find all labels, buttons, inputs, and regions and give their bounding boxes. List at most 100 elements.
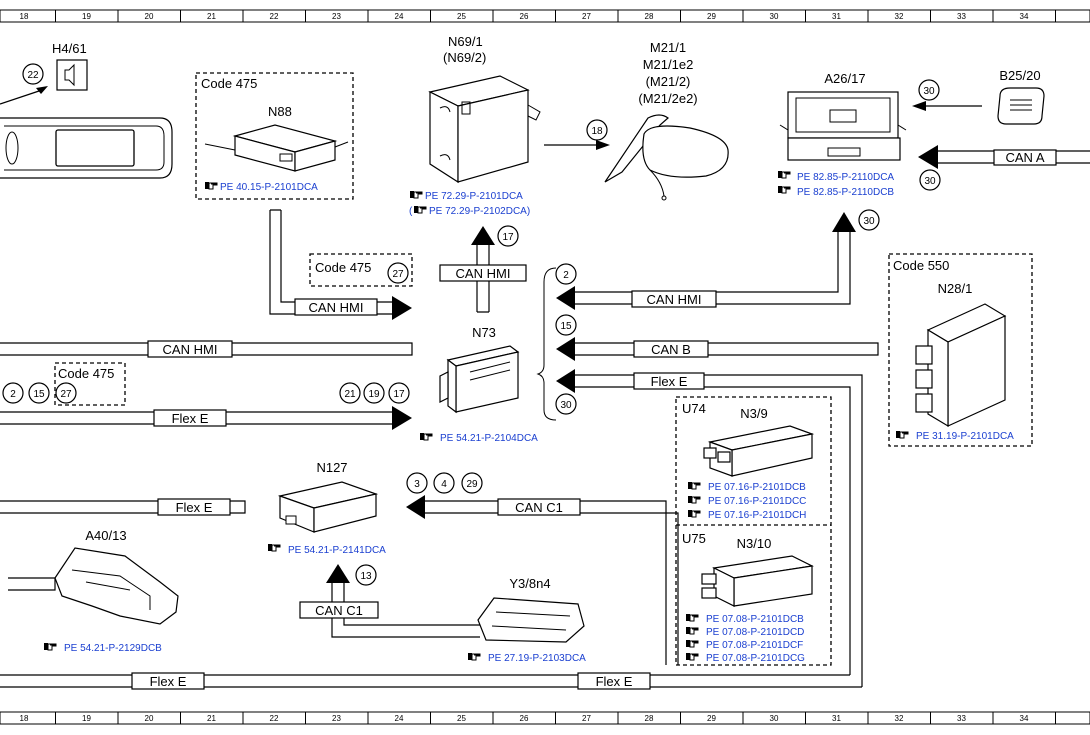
ref-n3-9a[interactable]: PE 07.16-P-2101DCB <box>708 482 806 493</box>
ruler-number: 28 <box>645 714 654 723</box>
ruler-number: 24 <box>395 12 404 21</box>
svg-text:M21/1: M21/1 <box>650 40 686 55</box>
svg-text:(: ( <box>409 206 413 217</box>
ruler-number: 33 <box>957 714 966 723</box>
group-u74-u75: U74 U75 <box>675 396 832 666</box>
ruler-number: 26 <box>520 12 529 21</box>
component-n73: N73 PE 54.21-P-2104DCA <box>419 325 538 444</box>
ref-n69-1b[interactable]: PE 72.29-P-2102DCA) <box>429 206 530 217</box>
ruler-number: 25 <box>457 12 466 21</box>
callout-17-n69: 17 <box>497 225 519 247</box>
svg-text:B25/20: B25/20 <box>999 68 1040 83</box>
svg-text:15: 15 <box>33 389 45 400</box>
svg-text:2: 2 <box>563 270 569 281</box>
callout-27-mid: 27 <box>387 262 409 284</box>
ruler-number: 30 <box>770 714 779 723</box>
flex-e-left-label: Flex E <box>172 411 209 426</box>
ref-n73[interactable]: PE 54.21-P-2104DCA <box>440 433 538 444</box>
svg-text:(M21/2): (M21/2) <box>646 74 691 89</box>
component-a40-13: A40/13 PE 54.21-P-2129DCB <box>43 528 179 654</box>
callout-3: 3 <box>406 472 428 494</box>
svg-text:Code 550: Code 550 <box>893 258 949 273</box>
ruler-number: 27 <box>582 12 591 21</box>
ruler-number: 21 <box>207 714 216 723</box>
bus-can-hmi-n69: CAN HMI <box>439 226 527 313</box>
callout-18: 18 <box>586 119 608 141</box>
ruler-number: 18 <box>20 714 29 723</box>
svg-text:N28/1: N28/1 <box>938 281 973 296</box>
ref-y3-8n4[interactable]: PE 27.19-P-2103DCA <box>488 653 586 664</box>
svg-text:4: 4 <box>441 479 447 490</box>
ruler-number: 28 <box>645 12 654 21</box>
flex-e-mid-label: Flex E <box>176 500 213 515</box>
ruler-number: 19 <box>82 12 91 21</box>
bus-flex-e-bottom: Flex E Flex E <box>0 672 862 690</box>
svg-text:2: 2 <box>10 389 16 400</box>
svg-text:30: 30 <box>560 400 572 411</box>
svg-text:3: 3 <box>414 479 420 490</box>
svg-text:N3/10: N3/10 <box>737 536 772 551</box>
svg-text:N127: N127 <box>316 460 347 475</box>
svg-text:29: 29 <box>466 479 478 490</box>
ref-a26-17b[interactable]: PE 82.85-P-2110DCB <box>797 187 894 198</box>
a40-bus-stub <box>8 577 56 591</box>
ref-n3-9b[interactable]: PE 07.16-P-2101DCC <box>708 496 806 507</box>
speaker-icon <box>64 63 75 87</box>
bus-can-c1: CAN C1 <box>406 495 679 665</box>
svg-text:(N69/2): (N69/2) <box>443 50 486 65</box>
group-code475-n88: Code 475 <box>195 72 354 200</box>
svg-text:Code 475: Code 475 <box>201 76 257 91</box>
ruler-number: 32 <box>895 12 904 21</box>
component-m21-1: M21/1 M21/1e2 (M21/2) (M21/2e2) <box>604 40 729 201</box>
callout-15-right: 15 <box>555 314 577 336</box>
flex-e-right-label: Flex E <box>651 374 688 389</box>
callout-2-left: 2 <box>2 382 24 404</box>
flex-e-bottom-right-label: Flex E <box>596 674 633 689</box>
svg-text:A40/13: A40/13 <box>85 528 126 543</box>
svg-text:N3/9: N3/9 <box>740 406 767 421</box>
ruler-number: 22 <box>270 12 279 21</box>
svg-text:30: 30 <box>924 176 936 187</box>
ref-n28-1[interactable]: PE 31.19-P-2101DCA <box>916 431 1014 442</box>
svg-text:21: 21 <box>344 389 356 400</box>
component-h4-61: H4/61 <box>0 41 173 179</box>
ref-a26-17a[interactable]: PE 82.85-P-2110DCA <box>797 172 894 183</box>
callout-30-b25: 30 <box>918 79 940 101</box>
ref-n69-1a[interactable]: PE 72.29-P-2101DCA <box>425 191 523 202</box>
svg-text:Code 475: Code 475 <box>315 260 371 275</box>
ruler-number: 22 <box>270 714 279 723</box>
can-hmi-left-label: CAN HMI <box>163 342 218 357</box>
callout-2-right: 2 <box>555 263 577 285</box>
svg-text:M21/1e2: M21/1e2 <box>643 57 694 72</box>
ref-n3-9c[interactable]: PE 07.16-P-2101DCH <box>708 510 806 521</box>
group-code550: Code 550 <box>888 253 1033 447</box>
ref-n3-10c[interactable]: PE 07.08-P-2101DCF <box>706 640 803 651</box>
ruler-number: 25 <box>457 714 466 723</box>
n73-brace <box>536 267 557 421</box>
u74-label: U74 <box>682 401 706 416</box>
ruler-number: 20 <box>145 714 154 723</box>
svg-text:17: 17 <box>393 389 405 400</box>
ruler-number: 31 <box>832 714 841 723</box>
bus-can-hmi-n88: CAN HMI <box>269 209 412 320</box>
ref-n3-10a[interactable]: PE 07.08-P-2101DCB <box>706 614 804 625</box>
bus-flex-e-right: Flex E <box>556 369 863 687</box>
ref-n3-10d[interactable]: PE 07.08-P-2101DCG <box>706 653 805 664</box>
callout-22: 22 <box>22 63 44 85</box>
bus-can-a: CAN A <box>918 145 1090 169</box>
ref-n127[interactable]: PE 54.21-P-2141DCA <box>288 545 386 556</box>
can-b-label: CAN B <box>651 342 691 357</box>
ref-a40-13[interactable]: PE 54.21-P-2129DCB <box>64 643 162 654</box>
ruler-number: 34 <box>1020 714 1029 723</box>
ruler-number: 29 <box>707 12 716 21</box>
svg-text:30: 30 <box>923 86 935 97</box>
ruler-number: 34 <box>1020 12 1029 21</box>
ruler-number: 26 <box>520 714 529 723</box>
callout-13: 13 <box>355 564 377 586</box>
callout-19: 19 <box>363 382 385 404</box>
ref-n3-10b[interactable]: PE 07.08-P-2101DCD <box>706 627 804 638</box>
svg-text:19: 19 <box>368 389 380 400</box>
ref-n88[interactable]: PE 40.15-P-2101DCA <box>220 182 318 193</box>
svg-text:13: 13 <box>360 571 372 582</box>
component-n88: N88 PE 40.15-P-2101DCA <box>204 104 349 193</box>
